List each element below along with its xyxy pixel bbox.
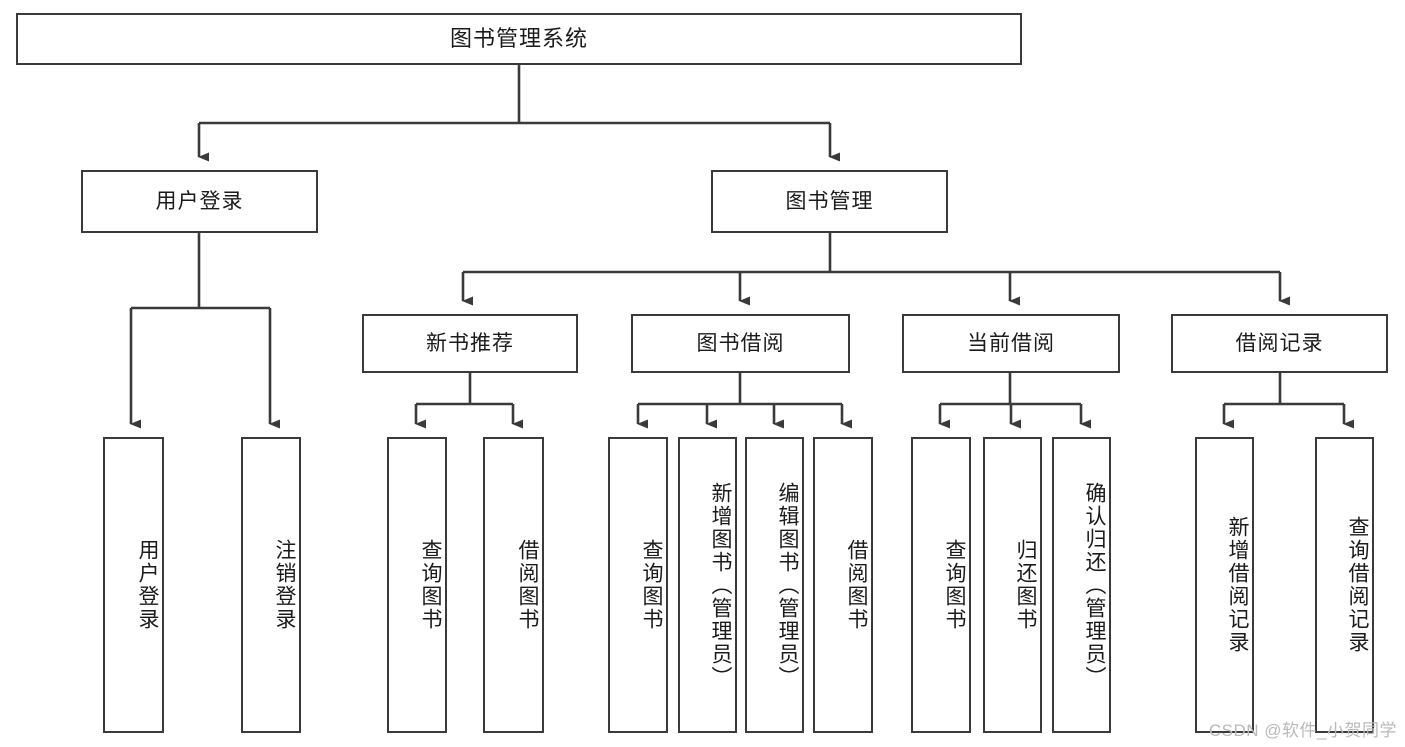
leaf-borrow-book-recommend[interactable]: 借阅图书 [483,437,544,733]
node-label: 注销登录 [273,539,296,631]
node-label: 查询图书 [419,539,442,631]
watermark-csdn: CSDN @软件_小贺同学 [1208,721,1397,740]
node-label: 查询图书 [943,539,966,631]
leaf-logout-login[interactable]: 注销登录 [241,437,301,733]
node-label: 新增图书（管理员） [709,481,732,689]
leaf-add-borrow-record[interactable]: 新增借阅记录 [1195,437,1254,733]
node-label: 查询图书 [640,539,663,631]
node-borrow-record[interactable]: 借阅记录 [1171,314,1388,373]
node-label: 图书借阅 [696,331,785,355]
node-label: 新书推荐 [426,331,514,355]
node-label: 借阅图书 [516,539,539,631]
node-label: 查询借阅记录 [1346,516,1369,654]
node-label: 新增借阅记录 [1226,516,1249,654]
leaf-query-book-current[interactable]: 查询图书 [911,437,971,733]
node-label: 借阅记录 [1235,331,1324,355]
node-book-manage[interactable]: 图书管理 [711,170,948,233]
node-label: 图书管理 [785,189,874,213]
node-label: 用户登录 [136,539,159,631]
node-label: 归还图书 [1014,539,1037,631]
node-label: 图书管理系统 [449,25,588,51]
node-new-book-recommend[interactable]: 新书推荐 [362,314,578,373]
node-label: 确认归还（管理员） [1083,481,1106,689]
node-book-borrow[interactable]: 图书借阅 [631,314,850,373]
leaf-query-book-borrow[interactable]: 查询图书 [608,437,668,733]
node-label: 用户登录 [155,189,244,213]
node-root-book-management-system[interactable]: 图书管理系统 [16,13,1022,65]
node-user-login[interactable]: 用户登录 [81,170,318,233]
node-label: 借阅图书 [845,539,868,631]
leaf-query-book-recommend[interactable]: 查询图书 [387,437,447,733]
node-current-borrow[interactable]: 当前借阅 [902,314,1120,373]
node-label: 编辑图书（管理员） [776,481,799,689]
node-label: 当前借阅 [967,331,1055,355]
leaf-user-login[interactable]: 用户登录 [103,437,164,733]
leaf-edit-book[interactable]: 编辑图书（管理员） [745,437,804,733]
leaf-return-book[interactable]: 归还图书 [983,437,1042,733]
leaf-confirm-return[interactable]: 确认归还（管理员） [1052,437,1111,733]
leaf-borrow-book[interactable]: 借阅图书 [813,437,873,733]
leaf-add-book[interactable]: 新增图书（管理员） [678,437,737,733]
leaf-query-borrow-record[interactable]: 查询借阅记录 [1315,437,1374,733]
